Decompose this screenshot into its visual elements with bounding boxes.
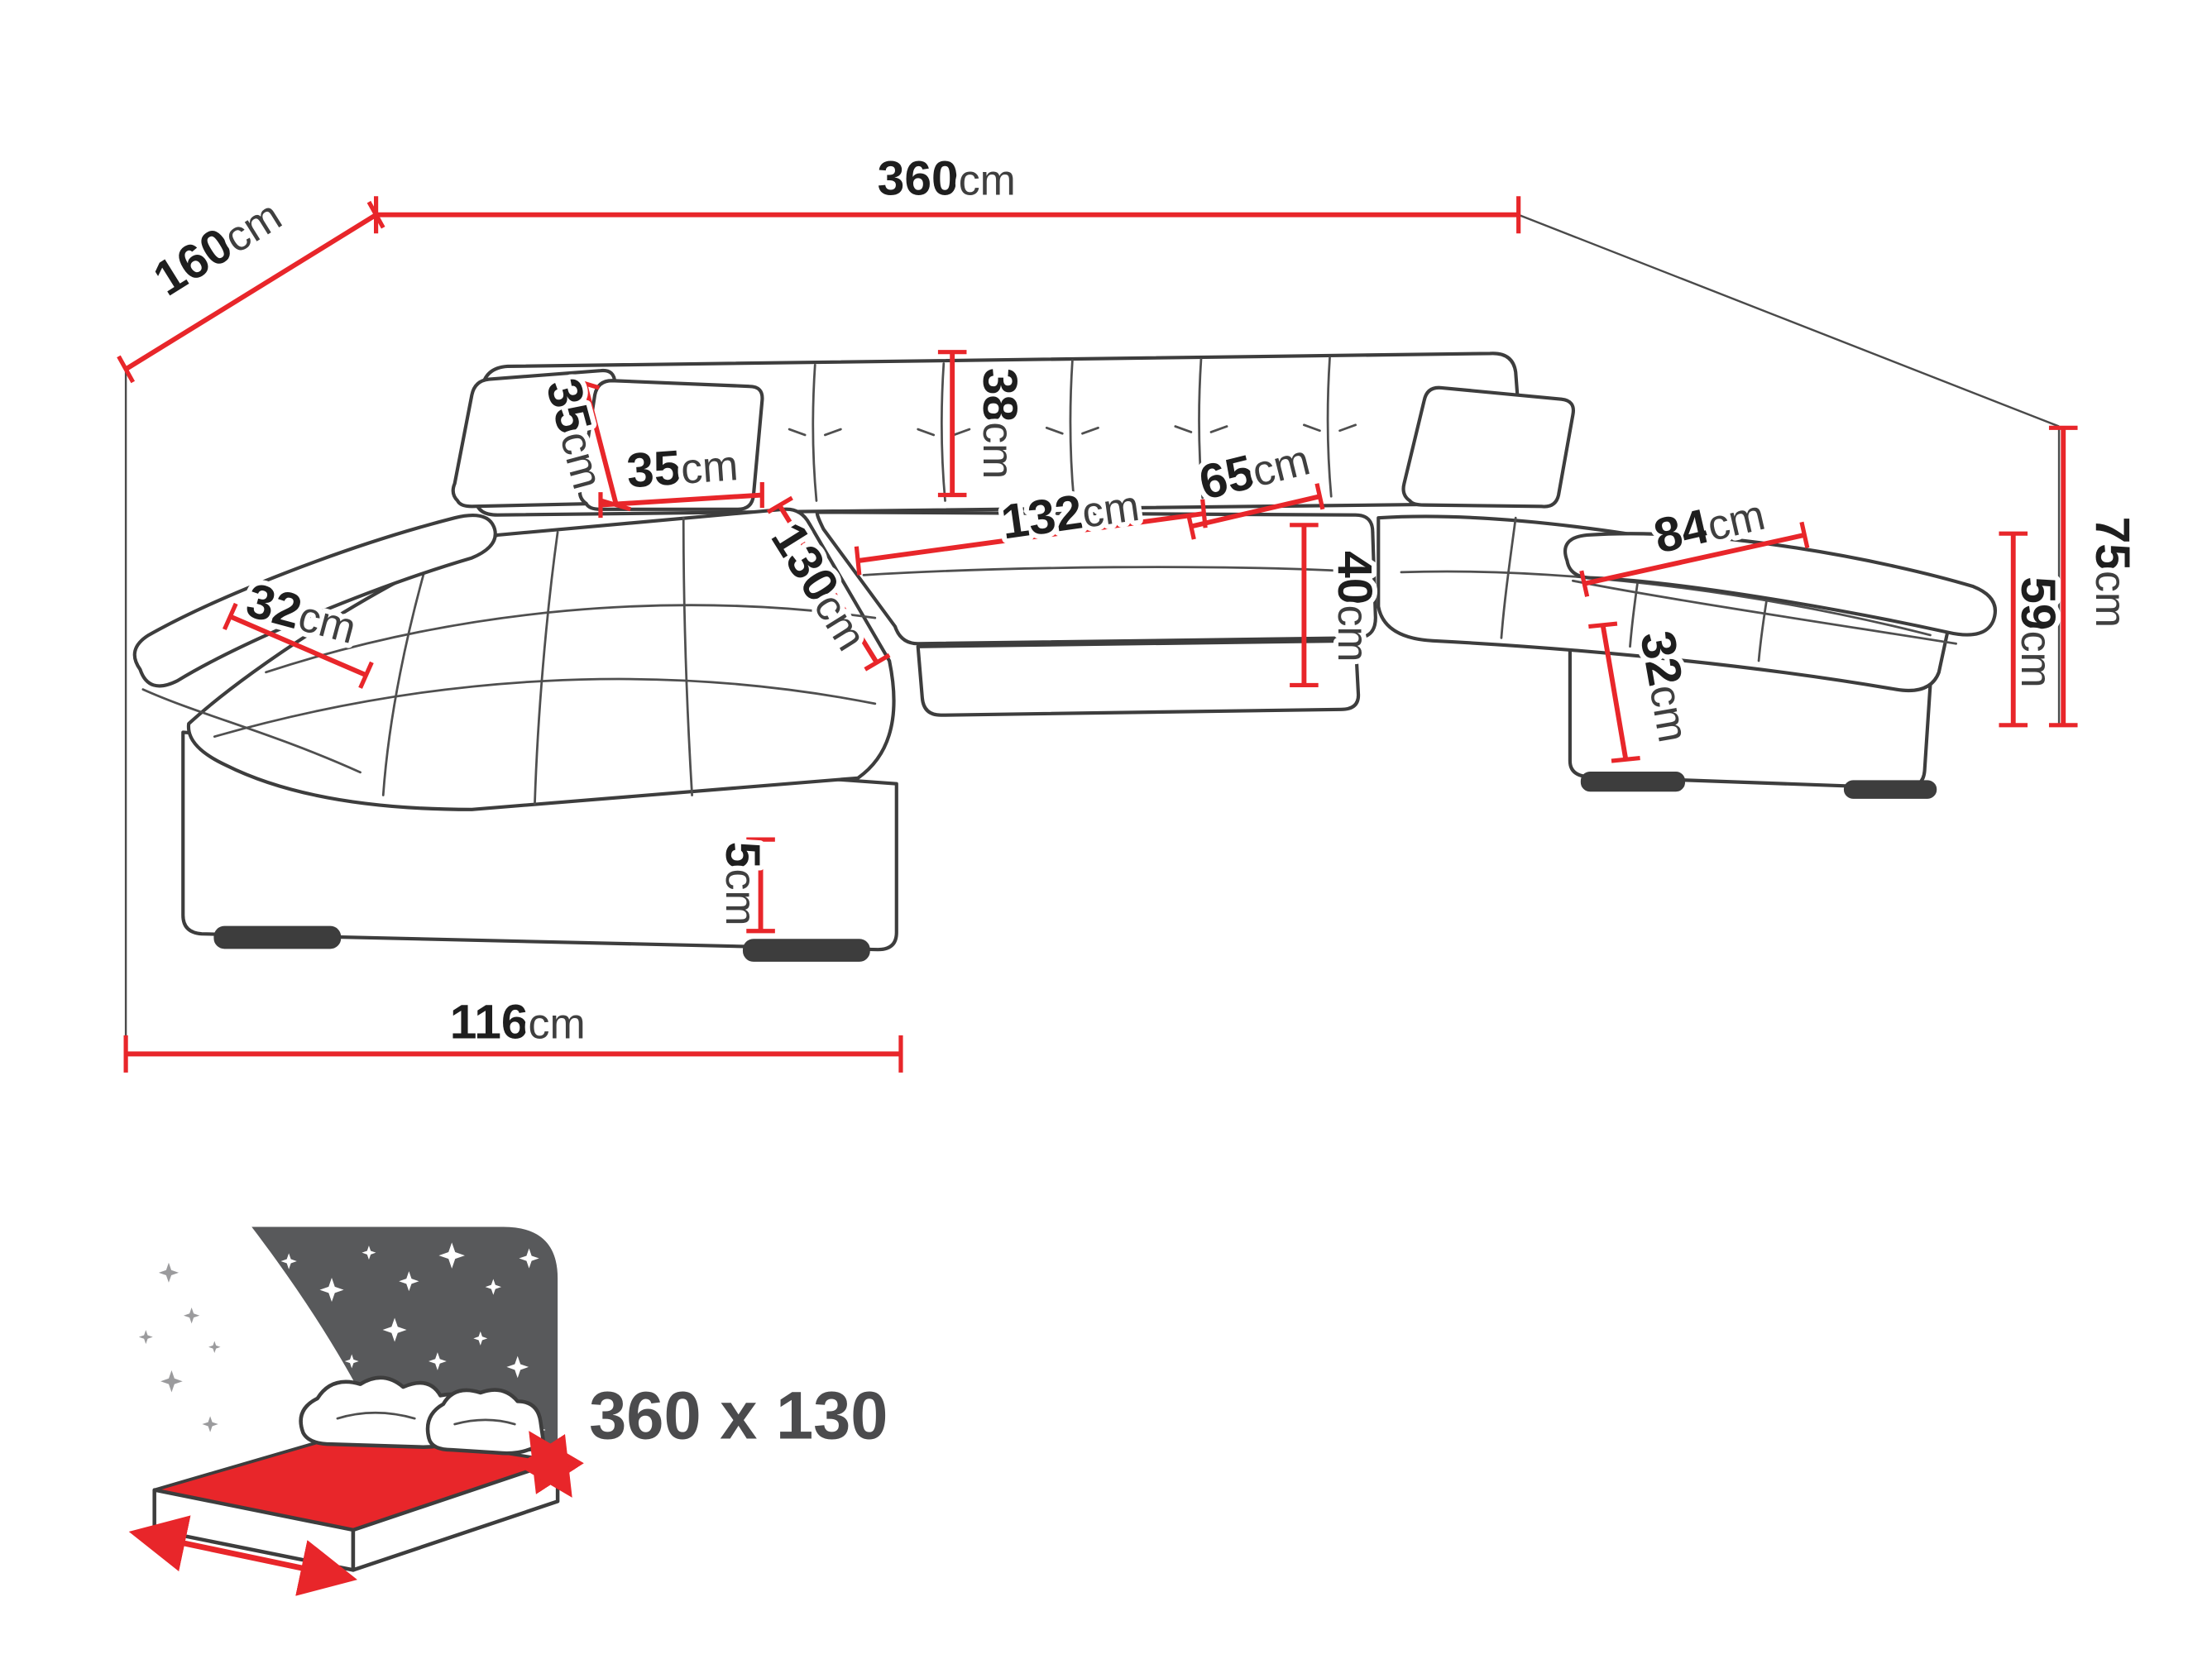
dimension-seat-height: 59cm — [1999, 531, 2070, 728]
sofa-drawing — [132, 351, 1997, 962]
dimension-label: 116cm — [450, 995, 586, 1049]
sofa-leg — [742, 939, 870, 962]
sleeping-area-size: 360 x 130 — [589, 1378, 888, 1453]
center-front-panel — [916, 638, 1361, 717]
dimension-label: 38cm — [973, 368, 1027, 479]
dimension-seat-front-height: 40cm — [1290, 523, 1386, 688]
left-chaise-quilting — [213, 516, 877, 806]
dimension-chaise-length: 116cm — [123, 990, 903, 1073]
dimension-pillow-width: 35cm — [598, 436, 764, 519]
sofa-leg — [1580, 771, 1686, 792]
dimension-backrest-height: 38cm — [937, 350, 1032, 498]
sofa-leg — [1843, 780, 1937, 799]
dimension-total-width: 360cm — [374, 146, 1521, 234]
star-icons-gray — [138, 1262, 221, 1432]
dimension-label: 59cm — [2011, 576, 2065, 687]
right-armrest — [1563, 532, 1997, 637]
back-pillow-right — [1401, 385, 1575, 509]
back-pillow-left-1 — [451, 368, 617, 509]
dimension-label: 360cm — [878, 152, 1016, 206]
sleeping-area-badge: 360 x 130 — [128, 1226, 888, 1596]
left-armrest — [132, 514, 497, 688]
dimension-label: 160cm — [145, 188, 290, 307]
length-arrow — [128, 1515, 357, 1596]
perspective-guides — [124, 213, 2061, 1054]
dimension-leg-height: 5cm — [711, 837, 775, 934]
sofa-leg — [213, 925, 342, 949]
left-armrest-seam — [141, 688, 361, 774]
center-seat-seam — [862, 566, 1367, 576]
bed-pillow-right — [425, 1388, 546, 1456]
dimension-right-armrest-height: 32cm — [1588, 621, 1703, 763]
left-chaise-seat — [186, 507, 896, 811]
guide-top-right-diagonal — [1518, 213, 2060, 428]
dimension-total-height: 75cm — [2048, 425, 2144, 728]
pillow-crease — [336, 1411, 516, 1426]
dimension-label: 40cm — [1328, 551, 1381, 662]
dimension-label: 35cm — [625, 437, 740, 498]
width-arrow — [517, 1431, 584, 1498]
dimension-total-depth: 160cm — [117, 186, 385, 384]
right-armrest-seam — [1571, 579, 1957, 645]
dimension-label: 5cm — [716, 842, 769, 926]
dimension-label: 75cm — [2085, 517, 2139, 628]
dimension-label: 32cm — [1630, 627, 1702, 746]
backrest-tufting — [788, 356, 1357, 502]
